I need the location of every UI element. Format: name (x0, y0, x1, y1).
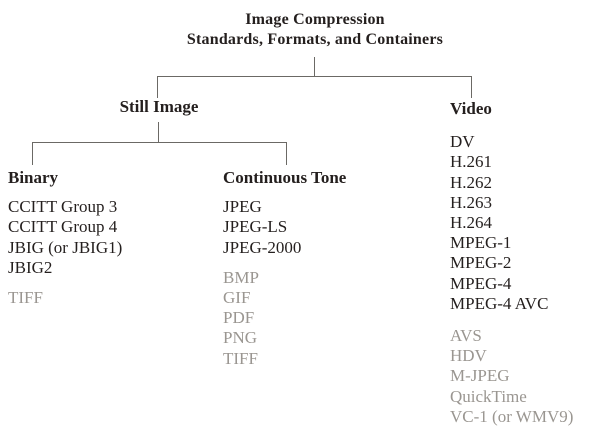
list-item: H.264 (450, 213, 493, 233)
list-item-muted: HDV (450, 346, 487, 366)
video-column: Video DV H.261 H.262 H.263 H.264 MPEG-1 … (450, 99, 573, 427)
list-item: H.262 (450, 172, 493, 192)
list-item: JPEG-LS (223, 217, 288, 237)
connector-drop-continuous-tone (286, 142, 287, 165)
node-binary: Binary (8, 168, 59, 187)
node-still-image: Still Image (119, 97, 199, 116)
list-item: JPEG-2000 (223, 237, 302, 257)
binary-legacy-group: TIFF (8, 288, 122, 308)
connector-level1-bar (157, 76, 472, 77)
list-item-muted: BMP (223, 267, 259, 287)
list-item: MPEG-4 (450, 273, 512, 293)
connector-still-image-stem (158, 122, 159, 143)
list-item: MPEG-4 AVC (450, 293, 549, 313)
node-continuous-tone: Continuous Tone (223, 168, 347, 187)
list-item: CCITT Group 3 (8, 197, 118, 217)
continuous-tone-legacy-group: BMP GIF PDF PNG TIFF (223, 268, 346, 369)
continuous-tone-column: Continuous Tone JPEG JPEG-LS JPEG-2000 B… (223, 168, 346, 369)
list-item: JBIG2 (8, 257, 53, 277)
diagram-title: Image Compression Standards, Formats, an… (115, 10, 515, 50)
video-legacy-group: AVS HDV M-JPEG QuickTime VC-1 (or WMV9) (450, 326, 573, 427)
binary-column: Binary CCITT Group 3 CCITT Group 4 JBIG … (8, 168, 122, 308)
list-item: MPEG-1 (450, 233, 512, 253)
connector-level2-bar (32, 142, 287, 143)
list-item: JBIG (or JBIG1) (8, 237, 123, 257)
title-line-1: Image Compression (245, 11, 385, 28)
list-item-muted: GIF (223, 288, 251, 308)
connector-drop-binary (32, 142, 33, 165)
list-item-muted: PDF (223, 308, 255, 328)
list-item: CCITT Group 4 (8, 217, 118, 237)
connector-title-stem (314, 57, 315, 77)
title-line-2: Standards, Formats, and Containers (186, 31, 444, 48)
list-item-muted: TIFF (8, 288, 43, 308)
list-item-muted: QuickTime (450, 386, 527, 406)
list-item: JPEG (223, 197, 262, 217)
list-item: H.261 (450, 152, 493, 172)
list-item: MPEG-2 (450, 253, 512, 273)
list-item: DV (450, 132, 475, 152)
list-item: H.263 (450, 192, 493, 212)
list-item-muted: PNG (223, 328, 258, 348)
list-item-muted: AVS (450, 326, 482, 346)
connector-drop-video (471, 76, 472, 98)
node-video: Video (450, 99, 492, 118)
connector-drop-still-image (157, 76, 158, 98)
list-item-muted: VC-1 (or WMV9) (450, 406, 574, 426)
list-item-muted: M-JPEG (450, 366, 510, 386)
list-item-muted: TIFF (223, 348, 258, 368)
